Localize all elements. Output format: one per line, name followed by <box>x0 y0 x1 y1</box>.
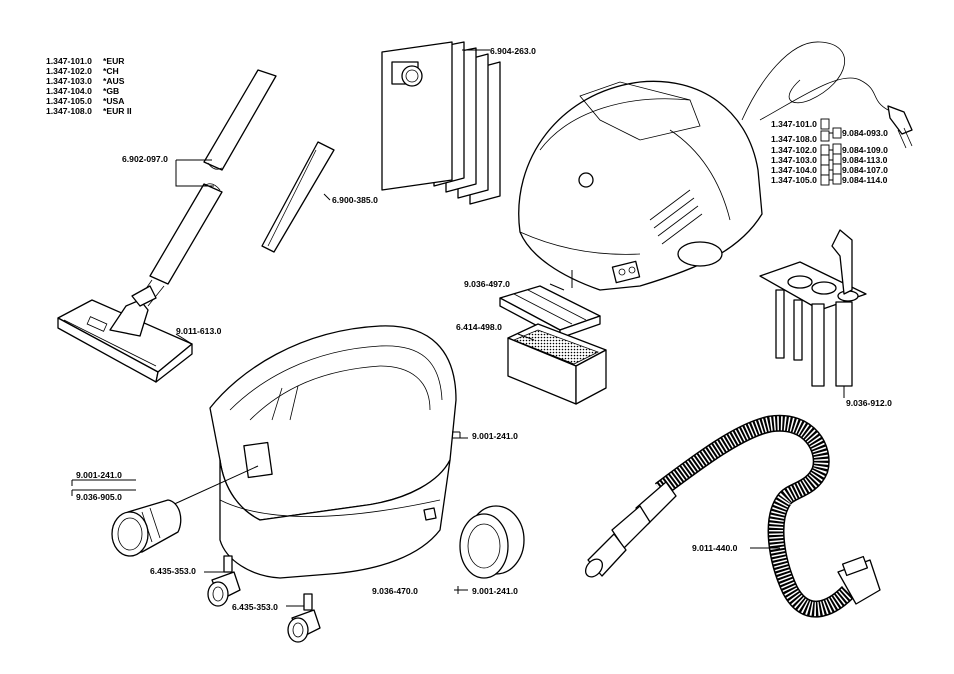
cord-model-2: 1.347-108.0 <box>771 134 817 144</box>
model-region-5: *USA <box>103 96 125 106</box>
wheel-drawing: 9.036-470.0 9.001-241.0 <box>372 505 525 596</box>
model-code-5: 1.347-105.0 <box>46 96 92 106</box>
label-cartridge-filter: 6.414-498.0 <box>456 322 502 332</box>
model-region-3: *AUS <box>103 76 125 86</box>
cord-model-1: 1.347-101.0 <box>771 119 817 129</box>
crevice-nozzle-drawing: 6.900-385.0 <box>261 141 378 253</box>
cord-code-4: 9.084-113.0 <box>842 155 888 165</box>
filter-bags-drawing: 6.904-263.0 <box>381 41 536 205</box>
motor-head-drawing <box>518 41 913 291</box>
model-region-1: *EUR <box>103 56 125 66</box>
model-code-3: 1.347-103.0 <box>46 76 92 86</box>
holder-drawing: 9.036-912.0 <box>759 229 892 408</box>
label-container-screw: 9.001-241.0 <box>472 431 518 441</box>
label-caster-1: 6.435-353.0 <box>150 566 196 576</box>
model-region-6: *EUR II <box>103 106 132 116</box>
hose-drawing: 9.011-440.0 <box>584 414 881 618</box>
cord-code-3: 9.084-109.0 <box>842 145 888 155</box>
label-caster-2: 6.435-353.0 <box>232 602 278 612</box>
power-cord-table: 1.347-101.0 1.347-108.0 1.347-102.0 1.34… <box>771 118 888 186</box>
label-crevice: 6.900-385.0 <box>332 195 378 205</box>
label-hose: 9.011-440.0 <box>692 543 738 553</box>
model-code-2: 1.347-102.0 <box>46 66 92 76</box>
model-code-4: 1.347-104.0 <box>46 86 92 96</box>
label-wheel-screw: 9.001-241.0 <box>472 586 518 596</box>
cord-code-5: 9.084-107.0 <box>842 165 888 175</box>
floor-nozzle-drawing: 9.011-613.0 <box>57 285 222 383</box>
cord-model-3: 1.347-102.0 <box>771 145 817 155</box>
label-filter-bags: 6.904-263.0 <box>490 46 536 56</box>
label-adapter-screw: 9.001-241.0 <box>76 470 122 480</box>
label-holder: 9.036-912.0 <box>846 398 892 408</box>
cord-model-5: 1.347-104.0 <box>771 165 817 175</box>
cord-code-6: 9.084-114.0 <box>842 175 888 185</box>
model-region-4: *GB <box>103 86 119 96</box>
suction-tube-drawing <box>137 69 277 307</box>
adapter-drawing: 9.001-241.0 9.036-905.0 <box>71 470 182 557</box>
caster-2-drawing: 6.435-353.0 <box>232 593 321 643</box>
cord-code-1: 9.084-093.0 <box>842 128 888 138</box>
model-list: 1.347-101.0 *EUR 1.347-102.0 *CH 1.347-1… <box>46 56 132 116</box>
model-code-1: 1.347-101.0 <box>46 56 92 66</box>
cartridge-filter-drawing: 6.414-498.0 <box>456 322 607 405</box>
tube-callout: 6.902-097.0 <box>122 154 214 187</box>
cord-model-4: 1.347-103.0 <box>771 155 817 165</box>
label-adapter: 9.036-905.0 <box>76 492 122 502</box>
label-wheel: 9.036-470.0 <box>372 586 418 596</box>
cord-model-6: 1.347-105.0 <box>771 175 817 185</box>
container-drawing: 9.001-241.0 <box>169 325 518 579</box>
model-code-6: 1.347-108.0 <box>46 106 92 116</box>
label-floor-nozzle: 9.011-613.0 <box>176 326 222 336</box>
caster-1-drawing: 6.435-353.0 <box>150 555 241 607</box>
label-foam-filter: 9.036-497.0 <box>464 279 510 289</box>
model-region-2: *CH <box>103 66 119 76</box>
label-tube: 6.902-097.0 <box>122 154 168 164</box>
